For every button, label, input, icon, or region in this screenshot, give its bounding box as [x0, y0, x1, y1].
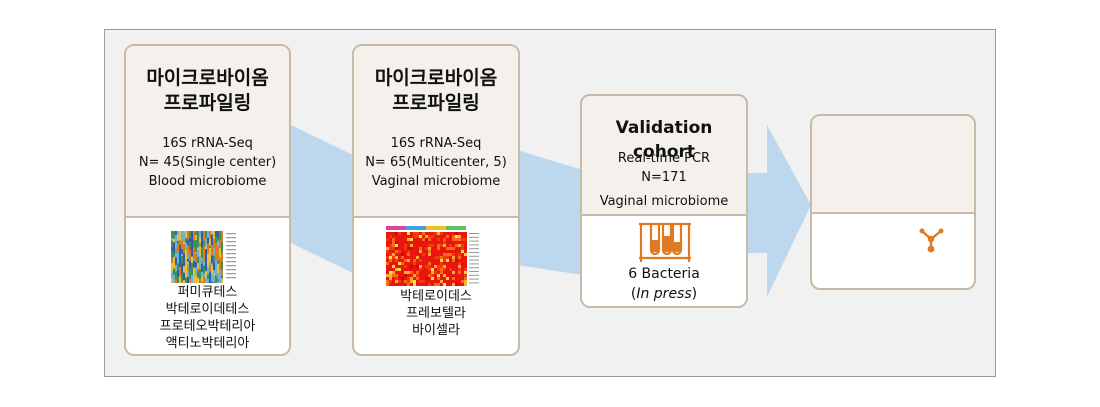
card-divider — [354, 216, 518, 218]
heatmap-thumbnail — [386, 226, 479, 286]
flow-arrow-2 — [517, 150, 583, 275]
card-divider — [126, 216, 289, 218]
taxon-item: 액티노박테리아 — [165, 336, 250, 351]
method-text: 16S rRNA-Seq — [162, 136, 253, 151]
profiling-card-vaginal: 마이크로바이옴 프로파일링 16S rRNA-Seq N= 65(Multice… — [352, 44, 520, 356]
card-divider — [582, 214, 746, 216]
flow-arrow-1 — [291, 125, 357, 275]
sample-size-text: N=171 — [641, 170, 687, 185]
diagram-frame: 마이크로바이옴 프로파일링 16S rRNA-Seq N= 45(Single … — [104, 29, 996, 377]
card-meta: 16S rRNA-Seq N= 65(Multicenter, 5) Vagin… — [354, 134, 518, 191]
method-text: Real-time PCR — [617, 151, 711, 166]
stacked-bar-thumbnail — [171, 231, 236, 283]
sample-type-text: Vaginal microbiome — [371, 174, 501, 189]
taxon-item: 박테로이데테스 — [165, 302, 250, 317]
card-title: Validation cohort — [615, 118, 713, 162]
method-text: 16S rRNA-Seq — [390, 136, 482, 151]
note-text: In press — [636, 286, 692, 302]
sample-type-text: Blood microbiome — [148, 174, 267, 189]
taxon-item: 박테로이데스 — [400, 289, 472, 304]
card-header — [126, 46, 289, 217]
card-title-line1: 마이크로바이옴 — [374, 67, 498, 89]
sample-size-text: N= 65(Multicenter, 5) — [365, 155, 507, 170]
test-tubes-icon — [639, 222, 691, 262]
taxa-list: 퍼미큐테스 박테로이데테스 프로테오박테리아 액티노박테리아 — [126, 284, 289, 352]
taxon-item: 바이셀라 — [412, 323, 460, 338]
taxon-item: 프로테오박테리아 — [159, 319, 256, 334]
card-title-line2: 프로파일링 — [392, 92, 480, 114]
profiling-card-blood: 마이크로바이옴 프로파일링 16S rRNA-Seq N= 45(Single … — [124, 44, 291, 356]
sample-type-text: Vaginal microbiome — [599, 194, 729, 209]
card-header — [582, 96, 746, 215]
publication-note: (In press) — [630, 286, 698, 302]
card-meta: 16S rRNA-Seq N= 45(Single center) Blood … — [126, 134, 289, 191]
card-header — [812, 116, 974, 213]
card-meta: Real-time PCR N=171 — [582, 149, 746, 187]
taxon-item: 프레보텔라 — [406, 306, 466, 321]
flow-arrow-3 — [745, 125, 811, 297]
taxon-item: 퍼미큐테스 — [177, 285, 238, 300]
card-header — [354, 46, 518, 217]
result-text: 6 Bacteria — [628, 266, 700, 282]
taxa-list: 박테로이데스 프레보텔라 바이셀라 — [354, 288, 518, 339]
card-title-line1: 마이크로바이옴 — [146, 67, 269, 89]
sample-size-text: N= 45(Single center) — [138, 155, 277, 170]
card-divider — [812, 212, 974, 214]
card-title-line2: 프로파일링 — [163, 92, 252, 114]
output-card — [810, 114, 976, 290]
molecule-icon — [919, 228, 944, 253]
validation-cohort-card: Validation cohort Real-time PCR N=171 Va… — [580, 94, 748, 308]
